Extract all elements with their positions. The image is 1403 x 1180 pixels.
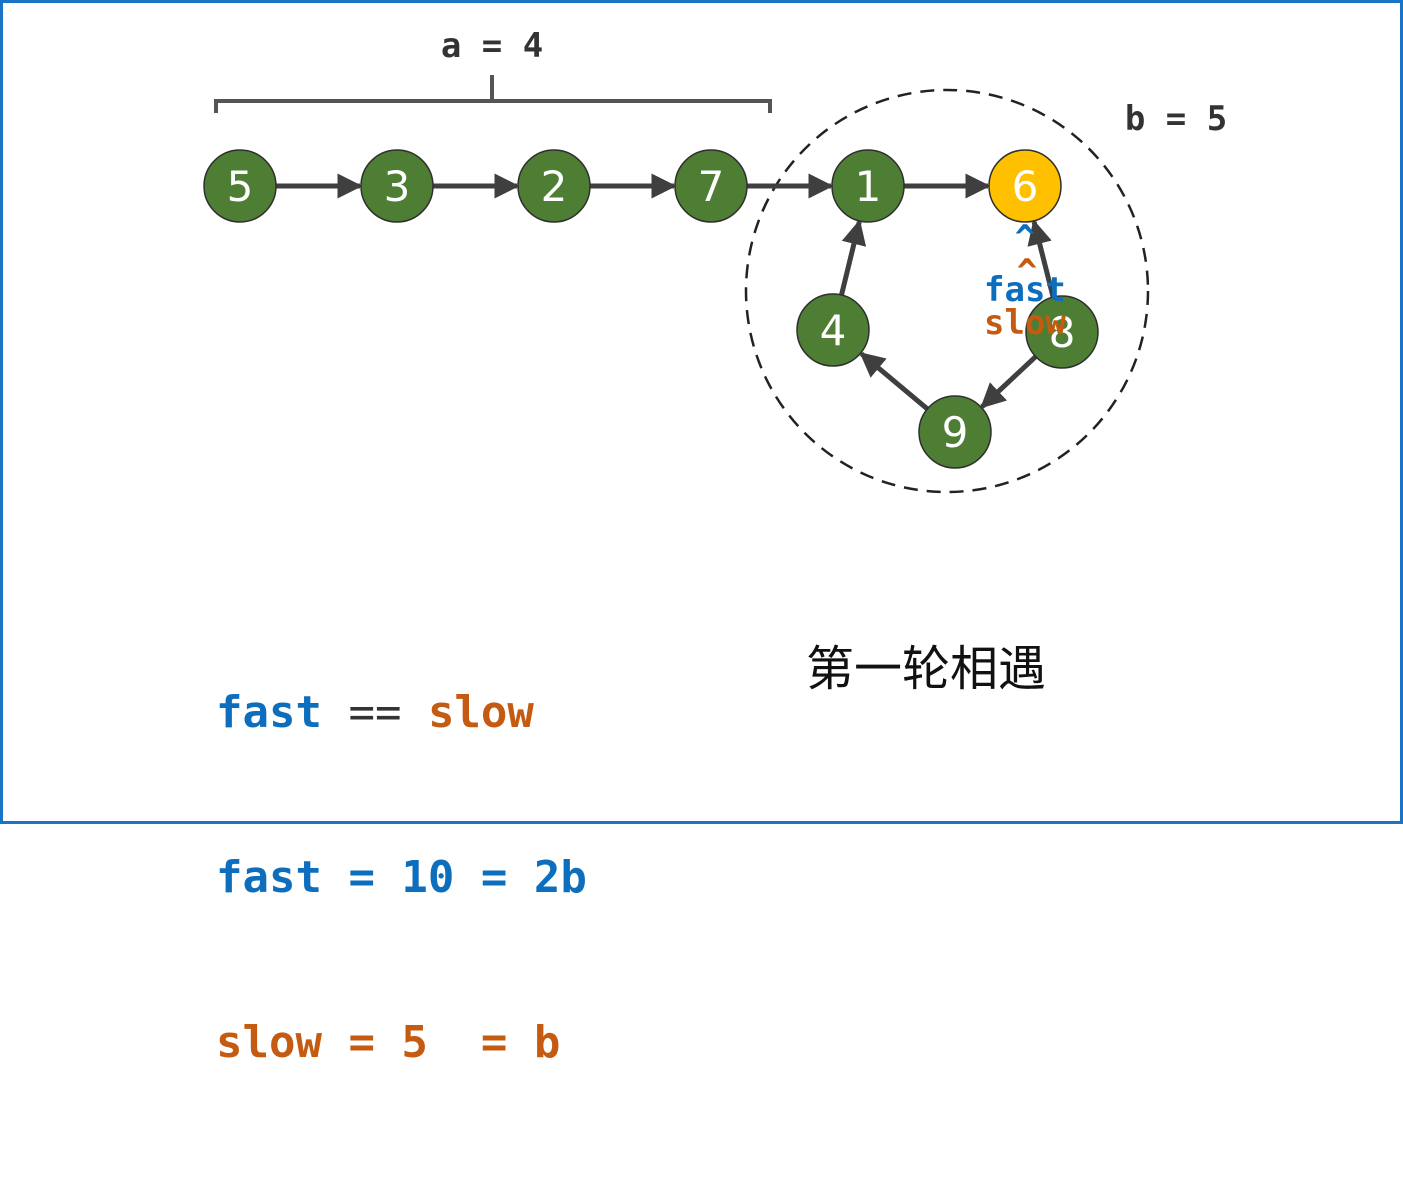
fast-caret: ^ [1015, 218, 1035, 258]
nodes: 5 3 2 7 1 6 8 9 4 [203, 149, 1099, 469]
eq1-operator: == [321, 687, 428, 738]
edges [276, 173, 1056, 411]
node-circle [988, 149, 1062, 223]
linked-list-cycle-diagram: a = 4 b = 5 5 3 2 7 1 6 8 9 4 ^ ^ fast slow [203, 26, 1227, 494]
node-value: 1 [855, 162, 882, 211]
node-value: 3 [384, 162, 411, 211]
node-circle [918, 395, 992, 469]
edge-n8-n9 [980, 354, 1038, 409]
a-label: a = 4 [441, 26, 543, 66]
equation-line-2: fast = 10 = 2b [216, 852, 587, 903]
node-5: 5 [203, 149, 277, 223]
node-6: 6 [988, 149, 1062, 223]
node-9: 9 [918, 395, 992, 469]
node-circle [796, 293, 870, 367]
node-circle [674, 149, 748, 223]
node-value: 9 [942, 408, 969, 457]
edge-n4-n1 [839, 219, 867, 296]
node-2: 2 [517, 149, 591, 223]
slow-pointer-label: slow [984, 303, 1066, 343]
node-value: 7 [698, 162, 725, 211]
equation-line-1: fast == slow [216, 685, 587, 740]
node-1: 1 [831, 149, 905, 223]
node-circle [360, 149, 434, 223]
node-circle [517, 149, 591, 223]
node-circle [203, 149, 277, 223]
node-value: 8 [1049, 308, 1076, 357]
slow-caret: ^ [1017, 252, 1037, 292]
b-label: b = 5 [1125, 99, 1227, 139]
node-8: 8 [1025, 295, 1099, 369]
node-7: 7 [674, 149, 748, 223]
cycle-boundary [744, 88, 1150, 494]
node-circle [1025, 295, 1099, 369]
equation-line-3: slow = 5 = b [216, 1017, 561, 1068]
eq1-fast: fast [216, 687, 322, 738]
figure-frame: a = 4 b = 5 5 3 2 7 1 6 8 9 4 ^ ^ fast slow fast… [0, 0, 1403, 1068]
node-value: 4 [820, 306, 847, 355]
caption: 第一轮相遇 [806, 641, 1047, 697]
node-value: 2 [541, 162, 568, 211]
node-4: 4 [796, 293, 870, 367]
node-value: 5 [227, 162, 254, 211]
node-circle [831, 149, 905, 223]
edge-n8-n6 [1027, 219, 1056, 298]
a-brace [214, 75, 772, 113]
node-value: 6 [1012, 162, 1039, 211]
equations: fast == slow fast = 10 = 2b slow = 5 = b [216, 575, 587, 1180]
node-3: 3 [360, 149, 434, 223]
fast-pointer-label: fast [984, 270, 1066, 310]
eq1-slow: slow [427, 687, 534, 738]
edge-n9-n4 [859, 351, 929, 411]
